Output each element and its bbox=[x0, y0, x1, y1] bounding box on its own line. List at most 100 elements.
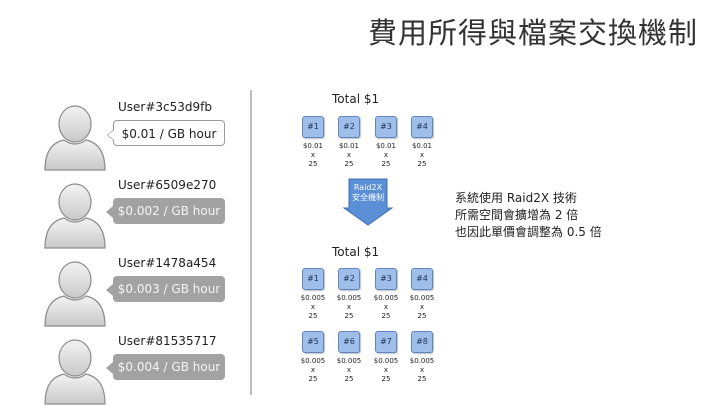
block-price-value: $0.01 bbox=[302, 142, 324, 150]
block-id: #1 bbox=[302, 116, 324, 138]
block-qty: 25 bbox=[308, 160, 318, 168]
user-row: User#81535717 $0.004 / GB hour bbox=[40, 334, 240, 405]
user-row: User#6509e270 $0.002 / GB hour bbox=[40, 178, 240, 249]
description-line: 也因此單價會調整為 0.5 倍 bbox=[455, 225, 602, 239]
block-times: x bbox=[419, 151, 425, 159]
block-qty: 25 bbox=[344, 160, 354, 168]
raid2x-subtitle: 安全機制 bbox=[352, 193, 384, 202]
raid2x-name: Raid2X bbox=[353, 183, 383, 192]
block-id: #2 bbox=[338, 116, 360, 138]
block-price-value: $0.005 bbox=[373, 357, 399, 365]
raid2x-label: Raid2X 安全機制 bbox=[343, 183, 393, 203]
user-id: User#1478a454 bbox=[118, 256, 217, 270]
block-qty: 25 bbox=[381, 375, 391, 383]
user-avatar-icon bbox=[44, 183, 106, 249]
total-after: Total $1 bbox=[332, 245, 380, 259]
user-id: User#3c53d9fb bbox=[118, 100, 213, 114]
block-id: #7 bbox=[375, 331, 397, 353]
user-row: User#3c53d9fb $0.01 / GB hour bbox=[40, 100, 240, 171]
user-avatar-icon bbox=[44, 261, 106, 327]
block-id: #1 bbox=[302, 268, 324, 290]
description-line: 系統使用 Raid2X 技術 bbox=[455, 191, 577, 205]
description: 系統使用 Raid2X 技術 所需空間會擴增為 2 倍 也因此單價會調整為 0.… bbox=[455, 190, 602, 241]
block-qty: 25 bbox=[417, 312, 427, 320]
block-id: #4 bbox=[411, 268, 433, 290]
block-times: x bbox=[383, 151, 389, 159]
block-price-value: $0.005 bbox=[300, 294, 326, 302]
block-id: #8 bbox=[411, 331, 433, 353]
price-bubble: $0.004 / GB hour bbox=[106, 354, 225, 380]
block-qty: 25 bbox=[381, 312, 391, 320]
user-id: User#6509e270 bbox=[118, 178, 217, 192]
block-times: x bbox=[346, 151, 352, 159]
block-price-value: $0.005 bbox=[336, 294, 362, 302]
divider bbox=[250, 90, 252, 395]
block-price-value: $0.005 bbox=[409, 357, 435, 365]
block-qty: 25 bbox=[344, 312, 354, 320]
user-avatar-icon bbox=[44, 105, 106, 171]
block-price-value: $0.01 bbox=[375, 142, 397, 150]
block-times: x bbox=[310, 151, 316, 159]
price-bubble: $0.003 / GB hour bbox=[106, 276, 225, 302]
block-price-value: $0.01 bbox=[411, 142, 433, 150]
block-id: #2 bbox=[338, 268, 360, 290]
block-times: x bbox=[419, 366, 425, 374]
down-arrow-icon bbox=[343, 178, 393, 226]
block-id: #5 bbox=[302, 331, 324, 353]
block-id: #4 bbox=[411, 116, 433, 138]
block-id: #3 bbox=[375, 268, 397, 290]
user-avatar-icon bbox=[44, 339, 106, 405]
user-row: User#1478a454 $0.003 / GB hour bbox=[40, 256, 240, 327]
block-times: x bbox=[310, 366, 316, 374]
block-qty: 25 bbox=[417, 160, 427, 168]
block-price-value: $0.005 bbox=[336, 357, 362, 365]
block-times: x bbox=[346, 303, 352, 311]
block-qty: 25 bbox=[417, 375, 427, 383]
price-label: $0.01 / GB hour bbox=[121, 127, 217, 141]
block-qty: 25 bbox=[308, 312, 318, 320]
block-qty: 25 bbox=[344, 375, 354, 383]
block-times: x bbox=[383, 303, 389, 311]
block-price-value: $0.01 bbox=[338, 142, 360, 150]
description-line: 所需空間會擴增為 2 倍 bbox=[455, 208, 579, 222]
user-id: User#81535717 bbox=[118, 334, 217, 348]
price-bubble: $0.002 / GB hour bbox=[106, 198, 225, 224]
slide-title: 費用所得與檔案交換機制 bbox=[367, 16, 698, 50]
total-before: Total $1 bbox=[332, 92, 380, 106]
block-price-value: $0.005 bbox=[300, 357, 326, 365]
block-times: x bbox=[419, 303, 425, 311]
price-label: $0.004 / GB hour bbox=[117, 360, 221, 374]
block-id: #3 bbox=[375, 116, 397, 138]
block-price-value: $0.005 bbox=[373, 294, 399, 302]
price-label: $0.003 / GB hour bbox=[117, 282, 221, 296]
block-times: x bbox=[310, 303, 316, 311]
block-id: #6 bbox=[338, 331, 360, 353]
price-bubble: $0.01 / GB hour bbox=[107, 120, 225, 146]
block-price-value: $0.005 bbox=[409, 294, 435, 302]
block-times: x bbox=[346, 366, 352, 374]
block-qty: 25 bbox=[308, 375, 318, 383]
